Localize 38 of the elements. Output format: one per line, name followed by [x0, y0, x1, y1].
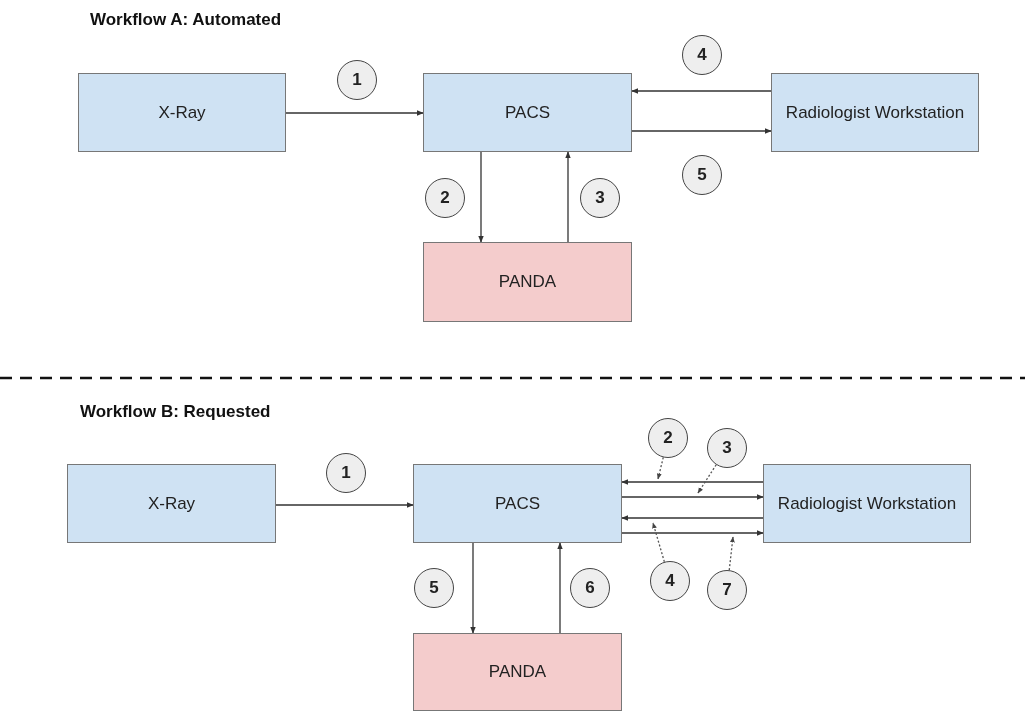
arrow: [285, 110, 424, 116]
leader-line: [656, 456, 664, 480]
process-box: X-Ray: [78, 73, 286, 152]
section-heading: Workflow A: Automated: [90, 10, 282, 30]
step-number-circle: 3: [580, 178, 620, 218]
ai-system-box: PANDA: [413, 633, 622, 711]
step-number-circle: 3: [707, 428, 747, 468]
arrow: [478, 151, 484, 243]
step-number-circle: 7: [707, 570, 747, 610]
step-number-circle: 4: [682, 35, 722, 75]
process-box: PACS: [423, 73, 632, 152]
process-box: PACS: [413, 464, 622, 543]
arrow: [557, 542, 563, 634]
step-number-circle: 2: [648, 418, 688, 458]
arrow: [631, 128, 772, 134]
process-box: X-Ray: [67, 464, 276, 543]
step-number-circle: 4: [650, 561, 690, 601]
arrow: [565, 151, 571, 243]
arrow: [470, 542, 476, 634]
arrow: [621, 479, 764, 485]
leader-line: [652, 522, 665, 563]
arrow: [275, 502, 414, 508]
step-number-circle: 5: [682, 155, 722, 195]
leader-line: [697, 464, 717, 494]
ai-system-box: PANDA: [423, 242, 632, 322]
leader-line: [728, 536, 735, 571]
section-heading: Workflow B: Requested: [80, 402, 271, 422]
process-box: Radiologist Workstation: [763, 464, 971, 543]
step-number-circle: 5: [414, 568, 454, 608]
step-number-circle: 6: [570, 568, 610, 608]
process-box: Radiologist Workstation: [771, 73, 979, 152]
arrow: [621, 494, 764, 500]
step-number-circle: 1: [326, 453, 366, 493]
step-number-circle: 1: [337, 60, 377, 100]
step-number-circle: 2: [425, 178, 465, 218]
arrow: [621, 515, 764, 521]
arrow: [621, 530, 764, 536]
arrow: [631, 88, 772, 94]
